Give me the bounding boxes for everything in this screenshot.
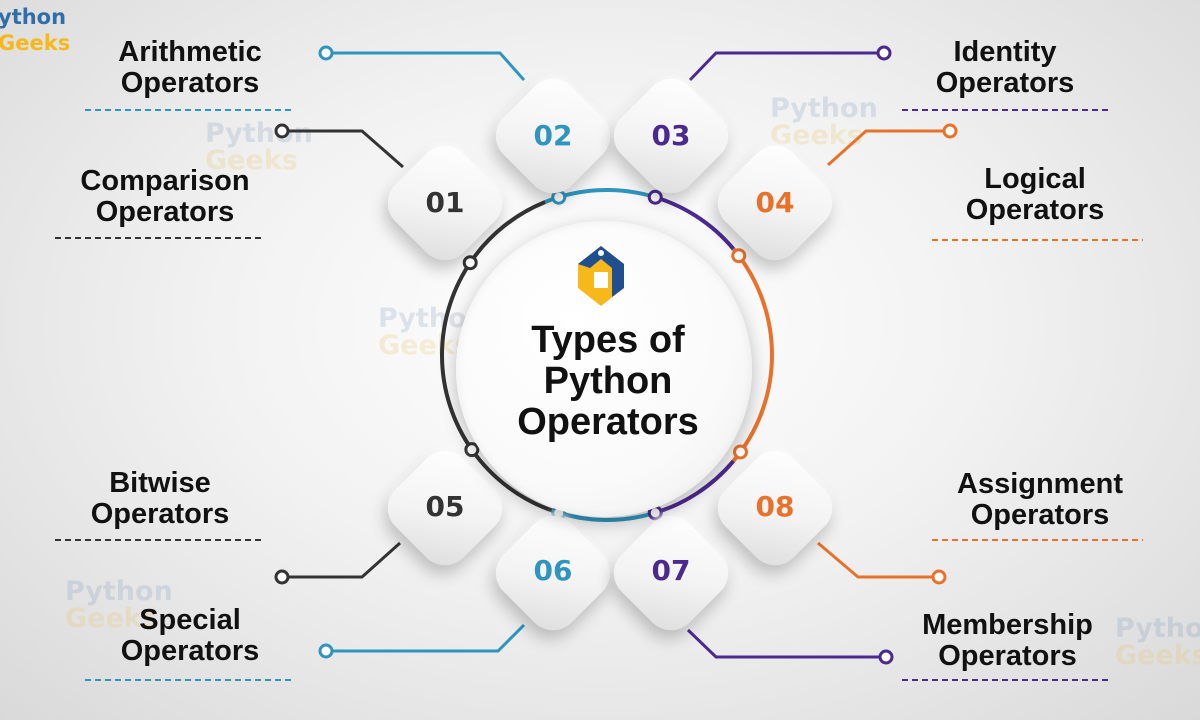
tile-number-05: 05 <box>425 490 465 523</box>
ring-dot <box>647 189 663 205</box>
ring-dot <box>462 255 478 271</box>
connector-line-03 <box>688 51 880 82</box>
ring-dot <box>731 248 747 264</box>
brand-line-1: ython <box>0 5 67 29</box>
connector-end-dot-07 <box>878 649 894 665</box>
ring-arc-left <box>440 259 474 451</box>
connector-line-04 <box>826 129 946 167</box>
connector-line-01 <box>286 129 404 169</box>
watermark: Python Geeks <box>1115 613 1200 671</box>
connector-end-dot-01 <box>274 123 290 139</box>
ring-dot <box>464 442 480 458</box>
python-geeks-logo-icon <box>578 246 624 306</box>
ring-arc-right <box>731 247 774 463</box>
connector-line-05 <box>286 541 402 579</box>
connector-end-dot-03 <box>876 45 892 61</box>
connector-end-dot-05 <box>274 569 290 585</box>
connector-end-dot-02 <box>318 45 334 61</box>
tile-number-06: 06 <box>533 554 573 587</box>
connector-end-dot-06 <box>318 643 334 659</box>
tile-number-04: 04 <box>755 186 795 219</box>
tile-number-03: 03 <box>651 119 691 152</box>
tile-number-01: 01 <box>425 186 465 219</box>
ring-arc-upper-left <box>470 200 546 262</box>
brand-logo: ython Geeks <box>0 4 70 56</box>
brand-line-2: Geeks <box>0 31 71 55</box>
connector-end-dot-04 <box>942 123 958 139</box>
tile-number-08: 08 <box>755 490 795 523</box>
center-title: Types of Python Operators <box>517 319 699 443</box>
ring-arc-lower-left <box>470 448 557 514</box>
connector-line-02 <box>330 51 526 81</box>
connector-line-08 <box>817 541 935 579</box>
watermark: Python Geeks <box>205 118 313 176</box>
ring-dot <box>732 444 748 460</box>
tile-number-07: 07 <box>651 554 691 587</box>
watermark: Python Geeks <box>65 576 173 634</box>
connector-line-06 <box>330 623 526 653</box>
watermark: Python Geeks <box>770 93 878 151</box>
tile-number-02: 02 <box>533 119 573 152</box>
connector-line-07 <box>686 628 882 659</box>
connector-end-dot-08 <box>931 569 947 585</box>
